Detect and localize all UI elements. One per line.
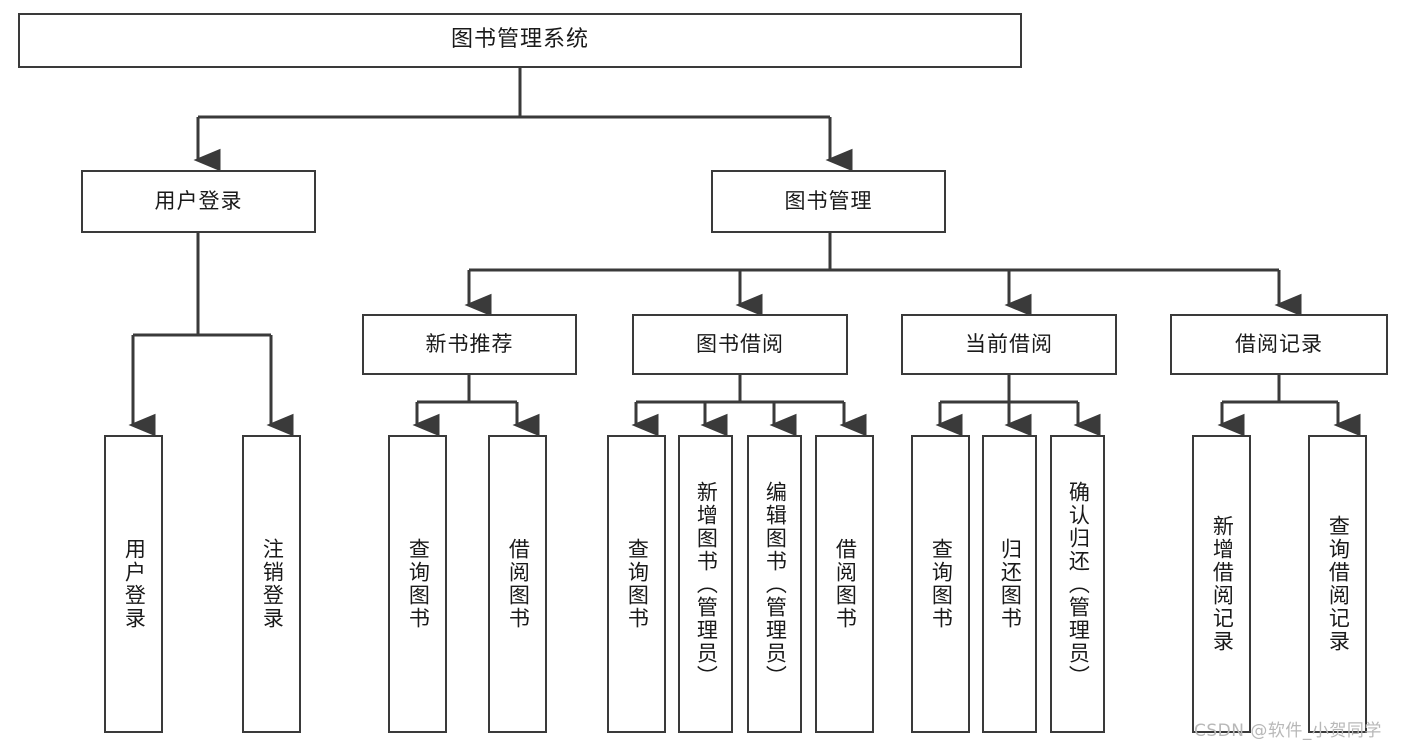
node-label: 用户登录 bbox=[154, 188, 243, 213]
leaf-borrow-record-add[interactable]: 新增借阅记录 bbox=[1192, 435, 1251, 733]
node-label: 编辑图书（管理员） bbox=[763, 480, 788, 688]
leaf-borrow-record-query[interactable]: 查询借阅记录 bbox=[1308, 435, 1367, 733]
leaf-book-borrow-edit[interactable]: 编辑图书（管理员） bbox=[747, 435, 802, 733]
node-root-system[interactable]: 图书管理系统 bbox=[18, 13, 1022, 68]
node-label: 查询图书 bbox=[625, 538, 650, 630]
node-label: 查询图书 bbox=[406, 538, 431, 630]
node-borrow-record[interactable]: 借阅记录 bbox=[1170, 314, 1388, 375]
leaf-new-book-borrow[interactable]: 借阅图书 bbox=[488, 435, 547, 733]
node-label: 用户登录 bbox=[122, 538, 147, 630]
node-book-borrow[interactable]: 图书借阅 bbox=[632, 314, 848, 375]
node-new-book-recommend[interactable]: 新书推荐 bbox=[362, 314, 577, 375]
leaf-current-borrow-query[interactable]: 查询图书 bbox=[911, 435, 970, 733]
leaf-user-login-login[interactable]: 用户登录 bbox=[104, 435, 163, 733]
leaf-user-login-logout[interactable]: 注销登录 bbox=[242, 435, 301, 733]
node-label: 图书管理 bbox=[784, 188, 873, 213]
node-book-manage[interactable]: 图书管理 bbox=[711, 170, 946, 233]
leaf-new-book-query[interactable]: 查询图书 bbox=[388, 435, 447, 733]
node-label: 新增借阅记录 bbox=[1210, 515, 1235, 653]
node-label: 注销登录 bbox=[260, 538, 285, 630]
node-label: 查询借阅记录 bbox=[1326, 515, 1351, 653]
watermark-text: CSDN @软件_小贺同学 bbox=[1194, 721, 1382, 741]
node-current-borrow[interactable]: 当前借阅 bbox=[901, 314, 1117, 375]
node-label: 借阅图书 bbox=[833, 538, 858, 630]
node-label: 图书管理系统 bbox=[450, 27, 589, 53]
node-user-login[interactable]: 用户登录 bbox=[81, 170, 316, 233]
node-label: 查询图书 bbox=[929, 538, 954, 630]
leaf-current-borrow-return[interactable]: 归还图书 bbox=[982, 435, 1037, 733]
leaf-current-borrow-confirm-return[interactable]: 确认归还（管理员） bbox=[1050, 435, 1105, 733]
node-label: 新增图书（管理员） bbox=[694, 480, 719, 688]
node-label: 当前借阅 bbox=[965, 331, 1053, 356]
leaf-book-borrow-query[interactable]: 查询图书 bbox=[607, 435, 666, 733]
node-label: 归还图书 bbox=[998, 538, 1023, 630]
leaf-book-borrow-borrow[interactable]: 借阅图书 bbox=[815, 435, 874, 733]
node-label: 确认归还（管理员） bbox=[1066, 480, 1091, 688]
leaf-book-borrow-add[interactable]: 新增图书（管理员） bbox=[678, 435, 733, 733]
node-label: 新书推荐 bbox=[425, 331, 514, 356]
node-label: 借阅图书 bbox=[506, 538, 531, 630]
node-label: 借阅记录 bbox=[1235, 331, 1323, 356]
node-label: 图书借阅 bbox=[696, 331, 784, 356]
